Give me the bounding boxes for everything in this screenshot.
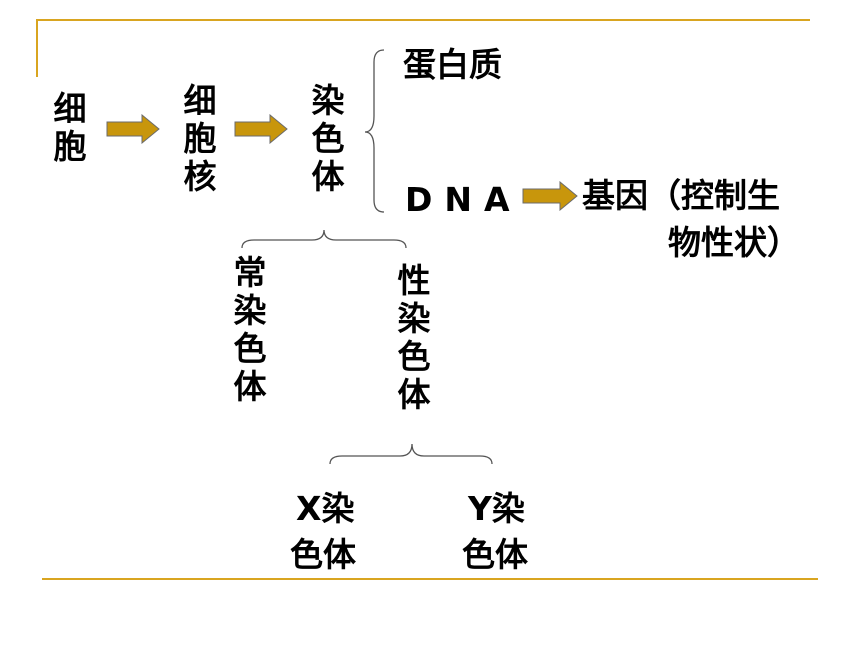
top-rule — [36, 19, 810, 21]
brace-chromosome-components — [364, 49, 385, 213]
arrow-right-icon — [234, 114, 288, 144]
node-cell: 细胞 — [53, 89, 87, 166]
node-x-chromosome-line2: 色体 — [290, 535, 356, 574]
node-x-chromosome-line1: X染 — [296, 489, 355, 528]
node-protein: 蛋白质 — [403, 45, 502, 84]
node-dna: DNA — [405, 180, 522, 219]
node-chromosome: 染色体 — [311, 81, 345, 196]
arrow-right-icon — [522, 181, 578, 211]
node-gene-line2: 物性状） — [668, 223, 800, 262]
node-gene: 基因（控制生 — [582, 176, 780, 215]
node-sex-chromosome: 性染色体 — [397, 261, 431, 414]
brace-sex-chromosome-types — [329, 443, 493, 465]
arrow-right-icon — [106, 114, 160, 144]
left-rule — [36, 19, 38, 77]
bottom-rule — [42, 578, 818, 580]
node-nucleus: 细胞核 — [183, 81, 217, 196]
node-autosome: 常染色体 — [233, 253, 267, 406]
brace-chromosome-types — [241, 229, 407, 249]
node-y-chromosome-line1: Y染 — [468, 489, 525, 528]
node-y-chromosome-line2: 色体 — [462, 535, 528, 574]
